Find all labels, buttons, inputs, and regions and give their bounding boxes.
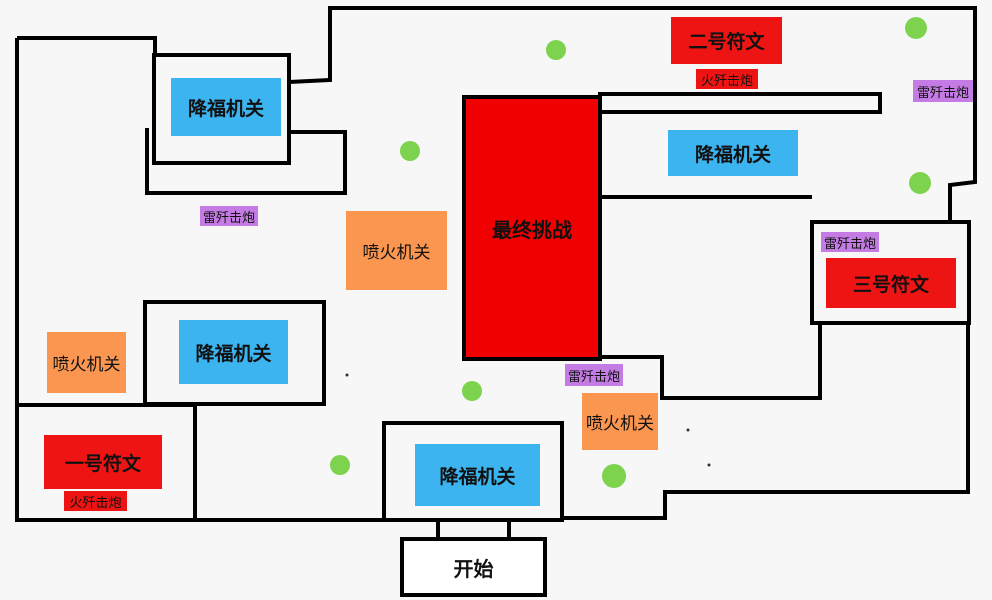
fire-trap-center: 喷火机关: [346, 211, 447, 290]
start-label: 开始: [453, 556, 494, 581]
thunder-cannon-center: 雷歼击炮: [565, 364, 623, 386]
green-marker: [546, 40, 566, 60]
final-challenge-block: 最终挑战: [462, 95, 602, 361]
outer-wall: [288, 6, 977, 222]
room-rune-three: [810, 220, 971, 325]
top-bar-wall: [598, 92, 882, 114]
bless-trap-top-left: 降福机关: [171, 78, 281, 136]
green-marker: [400, 141, 420, 161]
green-marker: [602, 464, 626, 488]
small-dot: [686, 428, 690, 432]
room-top-left: [152, 53, 291, 165]
final-challenge-label: 最终挑战: [492, 217, 572, 242]
bless-trap-left-middle: 降福机关: [179, 320, 288, 384]
green-marker: [905, 17, 927, 39]
thunder-cannon-top-right: 雷歼击炮: [913, 80, 973, 102]
small-dot: [345, 373, 349, 377]
small-dot: [707, 463, 711, 467]
outer-wall: [562, 325, 970, 520]
bless-trap-top-right: 降福机关: [668, 130, 798, 176]
rune-one: 一号符文: [44, 435, 162, 489]
inner-wall: [145, 128, 347, 195]
inner-wall: [600, 323, 822, 400]
fire-cannon-bottom-left: 火歼击炮: [64, 491, 127, 511]
bless-trap-bottom-center: 降福机关: [415, 444, 540, 506]
fire-trap-bottom-right: 喷火机关: [582, 393, 658, 450]
room-bottom-center: [382, 421, 564, 522]
outer-wall: [17, 36, 157, 55]
fire-trap-left: 喷火机关: [47, 332, 126, 393]
thunder-cannon-left: 雷歼击炮: [200, 206, 258, 226]
rune-three: 三号符文: [826, 258, 956, 308]
green-marker: [462, 381, 482, 401]
start-block: 开始: [400, 537, 547, 597]
fire-cannon-top: 火歼击炮: [696, 69, 758, 89]
room-left-middle: [143, 300, 326, 406]
green-marker: [909, 172, 931, 194]
green-marker: [330, 455, 350, 475]
rune-two: 二号符文: [671, 17, 782, 64]
room-rune-one: [15, 403, 197, 522]
thunder-cannon-right-room: 雷歼击炮: [821, 232, 879, 252]
